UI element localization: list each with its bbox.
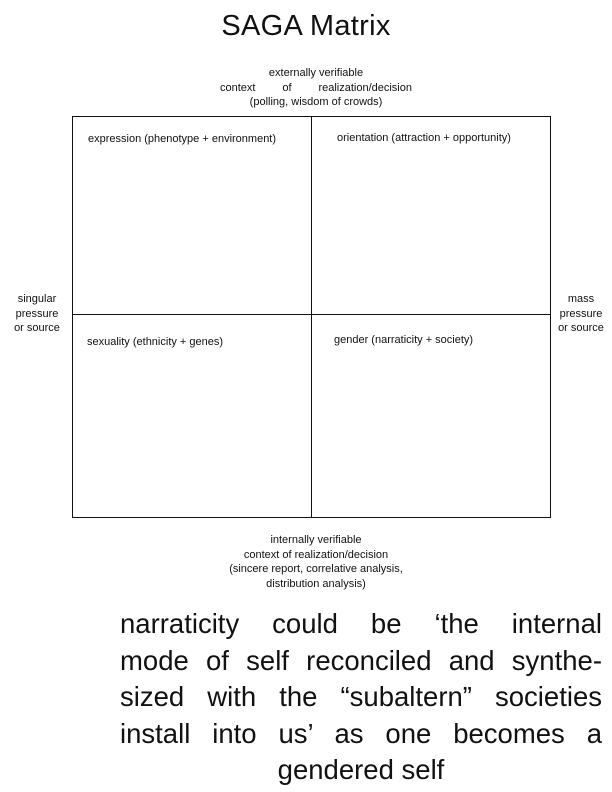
top-axis-word-realization: realization/decision bbox=[318, 81, 412, 94]
right-axis-line-1: mass bbox=[567, 293, 595, 305]
top-axis-label: externally verifiable context of realiza… bbox=[156, 66, 476, 110]
bottom-axis-label: internally verifiable context of realiza… bbox=[156, 533, 476, 591]
diagram-title: SAGA Matrix bbox=[221, 10, 391, 42]
quadrant-sexuality-label: sexuality (ethnicity + genes) bbox=[87, 336, 224, 348]
bottom-axis-line-1: internally verifiable bbox=[270, 534, 362, 546]
left-axis-line-3: or source bbox=[14, 322, 60, 334]
top-axis-word-context: context bbox=[220, 81, 256, 94]
left-axis-line-1: singular bbox=[17, 293, 57, 305]
caption-line-2: mode of self reconciled and synthe- bbox=[120, 644, 602, 676]
caption-text: narraticity could be ‘the internal mode … bbox=[120, 606, 602, 789]
horizontal-divider bbox=[73, 314, 550, 315]
bottom-axis-line-2: context of realization/decision bbox=[243, 548, 389, 561]
caption-line-3: sized with the “subaltern” societies bbox=[120, 681, 602, 712]
top-axis-word-of: of bbox=[282, 81, 292, 94]
saga-matrix-grid: expression (phenotype + environment) ori… bbox=[72, 116, 551, 518]
caption-line-4: install into us’ as one becomes a bbox=[120, 717, 602, 749]
right-axis-line-3: or source bbox=[558, 322, 604, 334]
right-axis-line-2: pressure bbox=[559, 307, 603, 320]
bottom-axis-line-3: (sincere report, correlative analysis, bbox=[229, 563, 403, 575]
vertical-divider bbox=[311, 117, 312, 517]
quadrant-expression-label: expression (phenotype + environment) bbox=[88, 133, 277, 145]
quadrant-gender-label: gender (narraticity + society) bbox=[334, 334, 474, 346]
top-axis-line-1: externally verifiable bbox=[268, 67, 364, 79]
top-axis-line-3: (polling, wisdom of crowds) bbox=[249, 96, 383, 108]
bottom-axis-line-4: distribution analysis) bbox=[266, 577, 366, 590]
top-axis-line-2: context of realization/decision bbox=[220, 81, 412, 96]
left-axis-label: singular pressure or source bbox=[4, 292, 70, 336]
quadrant-orientation-label: orientation (attraction + opportunity) bbox=[337, 132, 511, 144]
right-axis-label: mass pressure or source bbox=[553, 292, 609, 336]
left-axis-line-2: pressure bbox=[15, 307, 59, 320]
caption-line-1: narraticity could be ‘the internal bbox=[120, 608, 602, 639]
caption-line-5: gendered self bbox=[277, 754, 445, 785]
